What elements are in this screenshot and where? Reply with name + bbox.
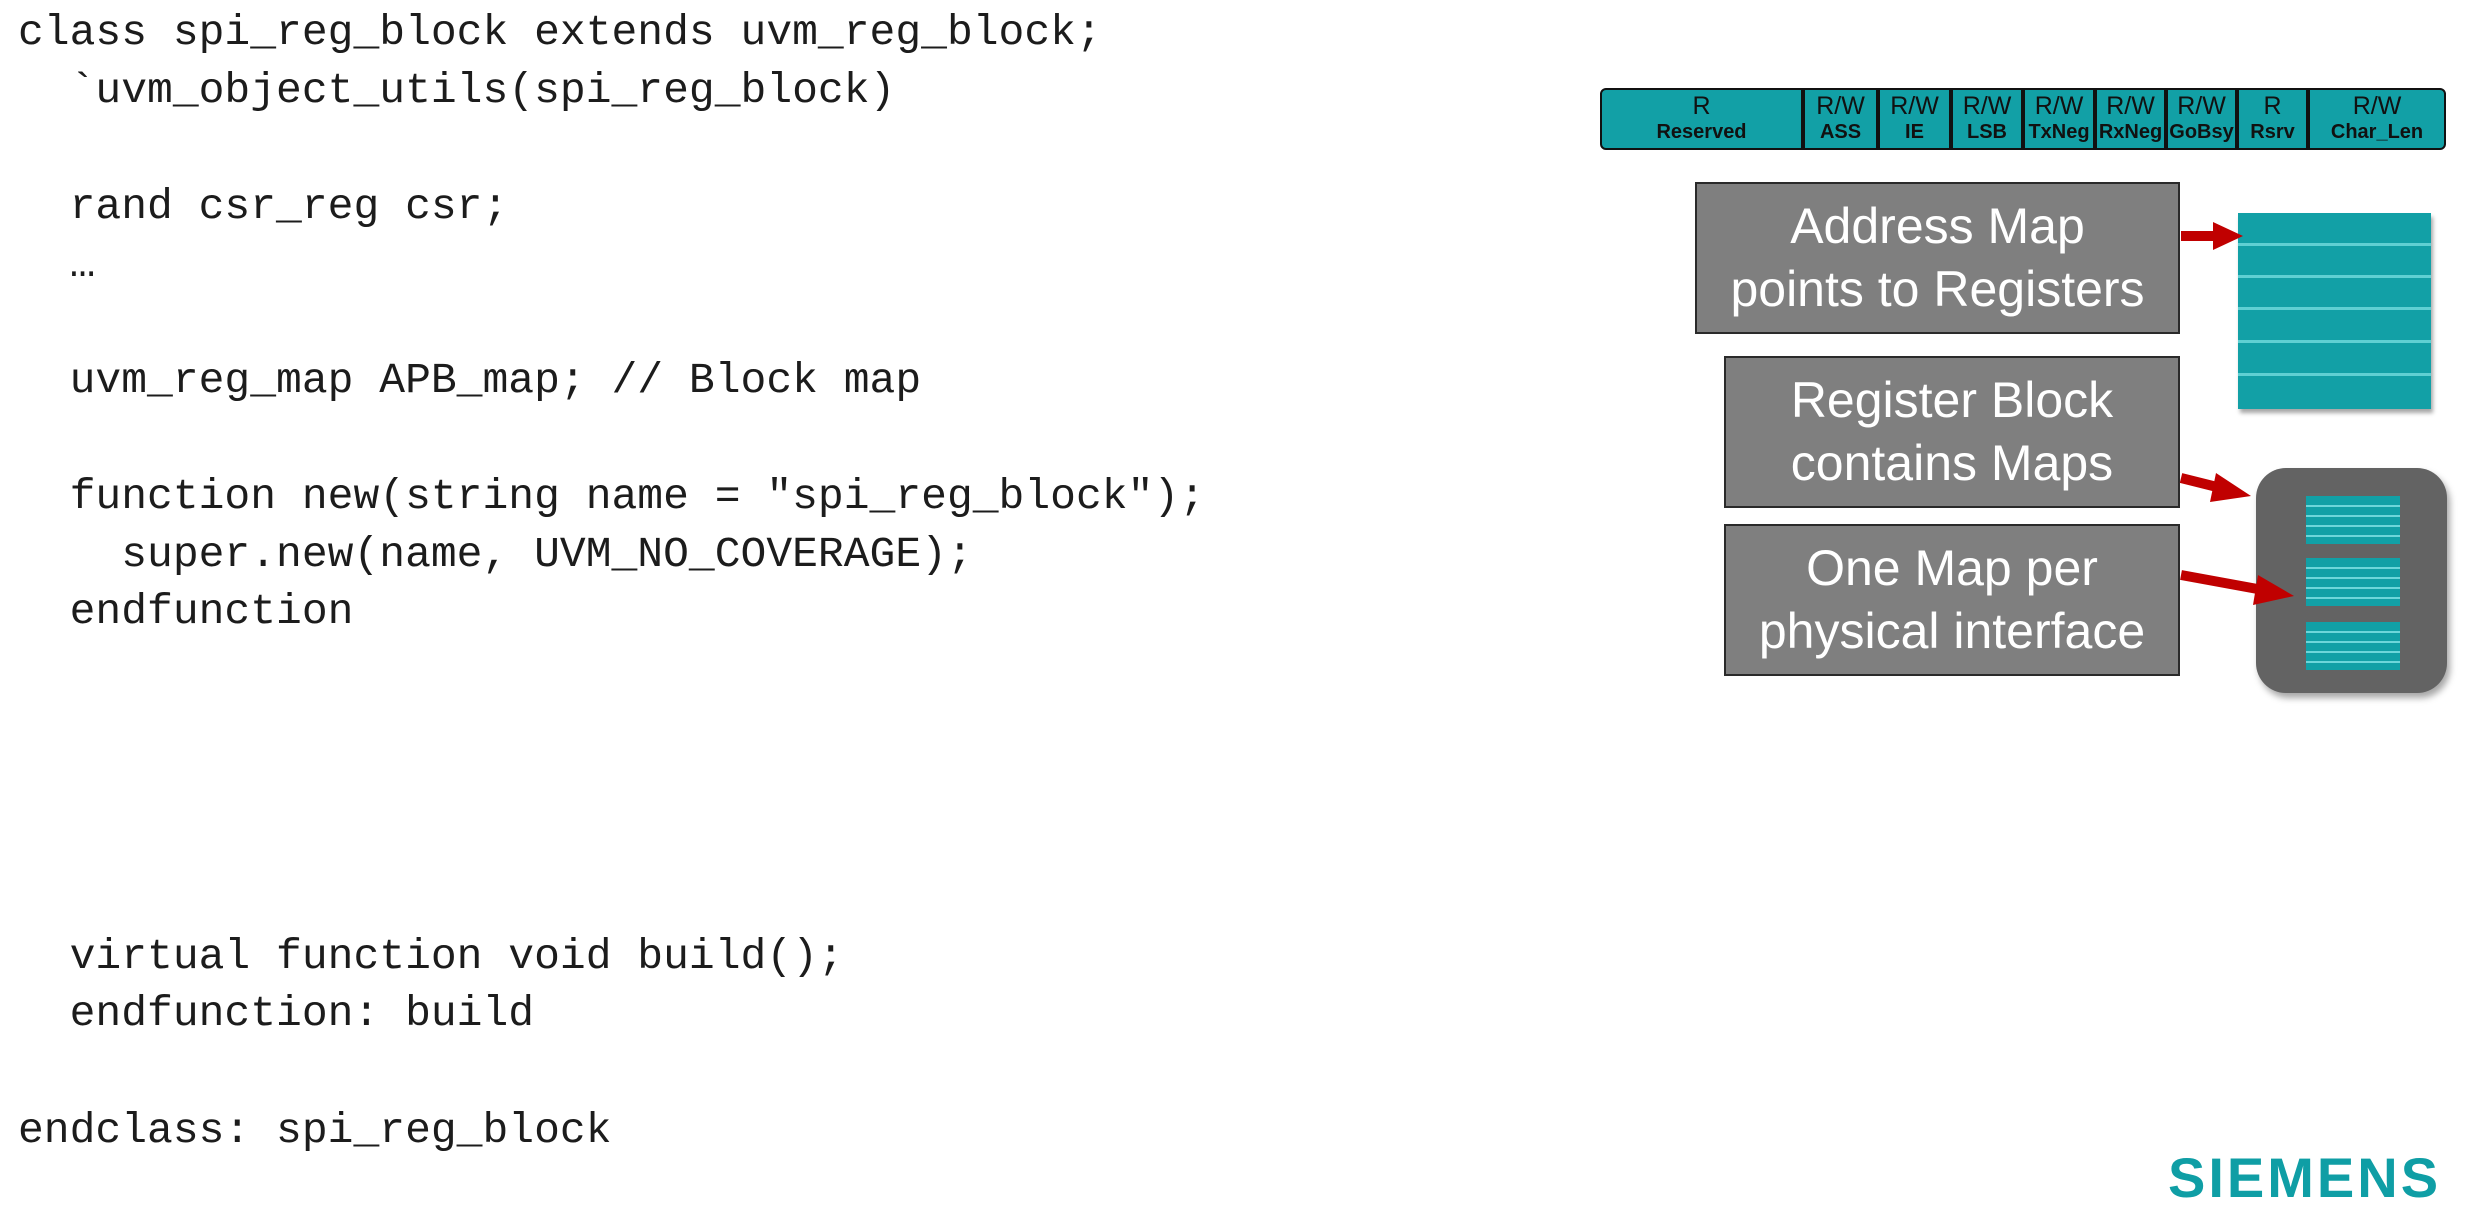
field-name: Rsrv bbox=[2250, 121, 2295, 143]
mini-map-3 bbox=[2306, 622, 2400, 670]
field-name: RxNeg bbox=[2098, 121, 2163, 143]
register-field-ass: R/W ASS bbox=[1801, 90, 1876, 148]
address-map-callout: Address Map points to Registers bbox=[1695, 182, 2180, 334]
field-access: R bbox=[2263, 92, 2282, 120]
code-line-endfunction: endfunction bbox=[18, 587, 354, 636]
map-divider bbox=[2306, 525, 2400, 527]
code-line-build-decl: virtual function void build(); bbox=[18, 932, 844, 981]
map-divider bbox=[2306, 597, 2400, 599]
register-divider bbox=[2238, 340, 2431, 343]
map-divider bbox=[2306, 515, 2400, 517]
code-line-class-decl: class spi_reg_block extends uvm_reg_bloc… bbox=[18, 8, 1102, 57]
field-access: R/W bbox=[2177, 92, 2226, 120]
callout-line: contains Maps bbox=[1790, 435, 2114, 491]
register-field-gobsy: R/W GoBsy bbox=[2164, 90, 2235, 148]
code-listing: class spi_reg_block extends uvm_reg_bloc… bbox=[18, 0, 1518, 1172]
field-name: GoBsy bbox=[2169, 121, 2234, 143]
register-divider bbox=[2238, 275, 2431, 278]
arrow-register-block-to-container bbox=[2179, 473, 2251, 502]
field-name: ASS bbox=[1819, 121, 1862, 143]
field-access: R/W bbox=[1962, 92, 2012, 120]
code-line-super-new: super.new(name, UVM_NO_COVERAGE); bbox=[18, 530, 973, 579]
map-divider bbox=[2306, 535, 2400, 537]
field-access: R/W bbox=[2106, 92, 2155, 120]
map-divider bbox=[2306, 505, 2400, 507]
code-line-csr-decl: rand csr_reg csr; bbox=[18, 182, 509, 231]
field-name: Reserved bbox=[1656, 121, 1747, 143]
register-divider bbox=[2238, 243, 2431, 246]
map-divider bbox=[2306, 587, 2400, 589]
register-field-lsb: R/W LSB bbox=[1949, 90, 2021, 148]
mini-map-1 bbox=[2306, 496, 2400, 544]
register-field-bar: R Reserved R/W ASS R/W IE R/W LSB R/W Tx… bbox=[1600, 88, 2446, 150]
map-divider bbox=[2306, 661, 2400, 663]
field-name: TxNeg bbox=[2028, 121, 2090, 143]
map-divider bbox=[2306, 631, 2400, 633]
map-divider bbox=[2306, 577, 2400, 579]
register-field-reserved: R Reserved bbox=[1602, 90, 1801, 148]
callout-line: One Map per bbox=[1806, 540, 2098, 596]
code-line-map-decl: uvm_reg_map APB_map; // Block map bbox=[18, 356, 922, 405]
field-access: R/W bbox=[2352, 92, 2402, 120]
register-field-rxneg: R/W RxNeg bbox=[2093, 90, 2164, 148]
code-line-utils-macro: `uvm_object_utils(spi_reg_block) bbox=[18, 66, 896, 115]
arrow-one-map-to-map bbox=[2180, 570, 2294, 605]
register-field-rsrv: R Rsrv bbox=[2235, 90, 2306, 148]
field-access: R bbox=[1692, 92, 1711, 120]
field-access: R/W bbox=[2034, 92, 2084, 120]
code-line-ellipsis: … bbox=[18, 240, 96, 289]
register-field-ie: R/W IE bbox=[1876, 90, 1949, 148]
register-divider bbox=[2238, 373, 2431, 376]
mini-map-2 bbox=[2306, 558, 2400, 606]
code-line-function-new: function new(string name = "spi_reg_bloc… bbox=[18, 472, 1205, 521]
register-divider bbox=[2238, 307, 2431, 310]
register-block-callout: Register Block contains Maps bbox=[1724, 356, 2180, 508]
callout-line: points to Registers bbox=[1730, 261, 2145, 317]
register-field-char-len: R/W Char_Len bbox=[2306, 90, 2444, 148]
callout-line: Register Block bbox=[1790, 372, 2114, 428]
field-access: R/W bbox=[1816, 92, 1865, 120]
callout-line: Address Map bbox=[1790, 198, 2085, 254]
arrow-address-map-to-registers bbox=[2181, 222, 2243, 250]
code-line-endclass: endclass: spi_reg_block bbox=[18, 1106, 612, 1155]
map-divider bbox=[2306, 651, 2400, 653]
one-map-callout: One Map per physical interface bbox=[1724, 524, 2180, 676]
register-stack bbox=[2238, 213, 2431, 409]
brand-logo: SIEMENS bbox=[2168, 1146, 2442, 1209]
code-line-endfunction-build: endfunction: build bbox=[18, 989, 535, 1038]
field-name: LSB bbox=[1967, 121, 2007, 143]
map-divider bbox=[2306, 567, 2400, 569]
field-access: R/W bbox=[1890, 92, 1939, 120]
field-name: Char_Len bbox=[2330, 121, 2424, 143]
connector-arrows bbox=[2179, 222, 2294, 605]
register-field-txneg: R/W TxNeg bbox=[2021, 90, 2093, 148]
register-block-container bbox=[2256, 468, 2447, 693]
callout-line: physical interface bbox=[1758, 603, 2146, 659]
field-name: IE bbox=[1905, 121, 1924, 143]
map-divider bbox=[2306, 641, 2400, 643]
